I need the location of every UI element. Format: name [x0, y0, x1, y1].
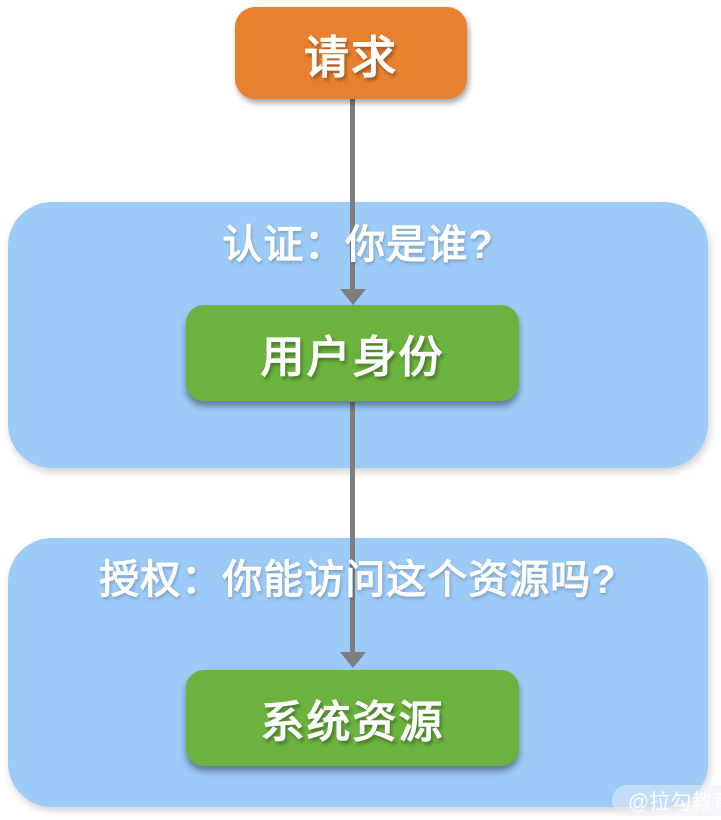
arrow-down-2-head [340, 652, 366, 668]
request-node: 请求 [235, 7, 467, 99]
authentication-question-label: 认证：你是谁? [222, 223, 494, 267]
system-resource-node: 系统资源 [186, 670, 519, 766]
arrow-down-1-line [350, 98, 355, 290]
system-resource-node-label: 系统资源 [260, 698, 445, 747]
user-identity-node-label: 用户身份 [260, 333, 445, 382]
authorization-question-label: 授权：你能访问这个资源吗? [99, 558, 617, 602]
arrow-down-2-line [350, 402, 355, 653]
watermark-text: @拉勾教育 [628, 790, 721, 814]
user-identity-node: 用户身份 [186, 305, 519, 401]
request-node-label: 请求 [303, 31, 398, 83]
arrow-down-1-head [340, 289, 366, 305]
watermark-badge: @拉勾教育 [612, 785, 721, 816]
